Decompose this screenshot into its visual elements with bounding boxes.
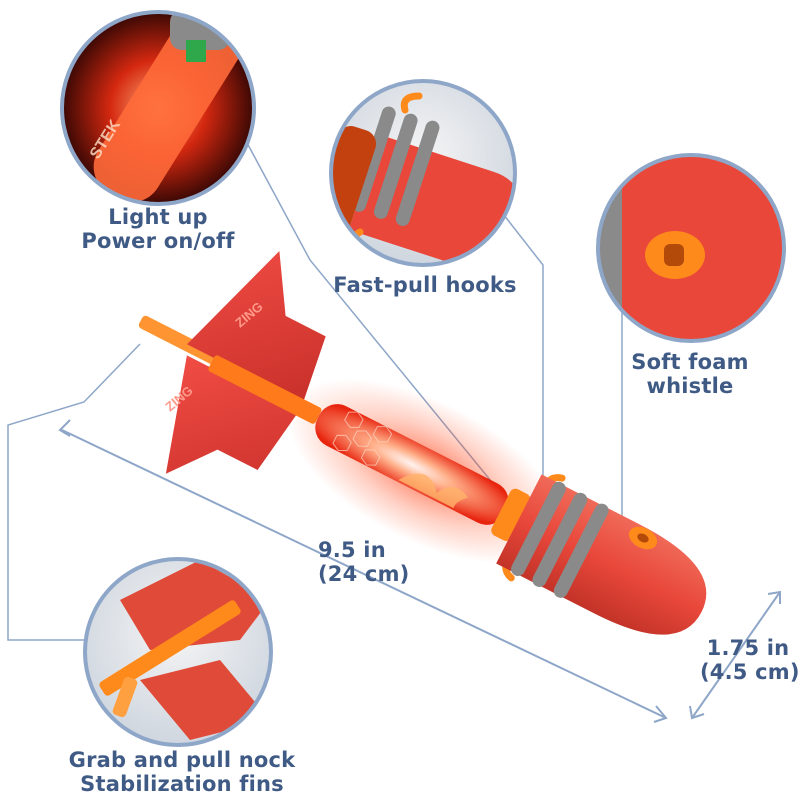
width-dimension: [689, 590, 781, 720]
label-whistle: Soft foam whistle: [620, 350, 760, 398]
callout-circle-whistle: [596, 153, 786, 343]
callout-circle-hooks: [329, 79, 517, 267]
foam-ring-3: [553, 503, 609, 598]
label-nock: Grab and pull nock Stabilization fins: [62, 748, 302, 796]
foam-ring-1: [511, 481, 566, 577]
foam-ring-2: [532, 492, 588, 587]
fin-lower: [165, 355, 299, 474]
label-length-in: 9.5 in: [318, 538, 386, 562]
callout-circle-light-up: [60, 10, 256, 206]
foam-head: [496, 474, 707, 635]
rocket-product: [138, 251, 707, 635]
label-width-cm: (4.5 cm): [700, 660, 800, 684]
leader-nock: [7, 343, 141, 641]
tube-flame: [398, 473, 469, 509]
length-dimension: [58, 419, 668, 723]
fin-upper: [186, 251, 326, 404]
label-light-up-line1: Light up: [108, 205, 208, 229]
label-hooks: Fast-pull hooks: [330, 273, 520, 297]
tube-hex-pattern: [332, 411, 393, 466]
label-light-up-line2: Power on/off: [81, 229, 235, 253]
label-whistle-line1: Soft foam: [631, 350, 749, 374]
label-width: 1.75 in (4.5 cm): [700, 636, 800, 684]
whistle-hole: [628, 526, 658, 550]
label-nock-line2: Stabilization fins: [80, 772, 284, 796]
label-length: 9.5 in (24 cm): [318, 538, 418, 586]
label-length-cm: (24 cm): [318, 562, 410, 586]
label-hooks-text: Fast-pull hooks: [333, 273, 517, 297]
collar: [491, 488, 531, 541]
label-light-up: Light up Power on/off: [78, 205, 238, 253]
fin-rail: [208, 355, 322, 424]
label-whistle-line2: whistle: [646, 374, 734, 398]
label-nock-line1: Grab and pull nock: [68, 748, 296, 772]
label-width-in: 1.75 in: [706, 636, 790, 660]
callout-circle-nock: [83, 557, 273, 747]
leader-hooks: [499, 209, 544, 480]
